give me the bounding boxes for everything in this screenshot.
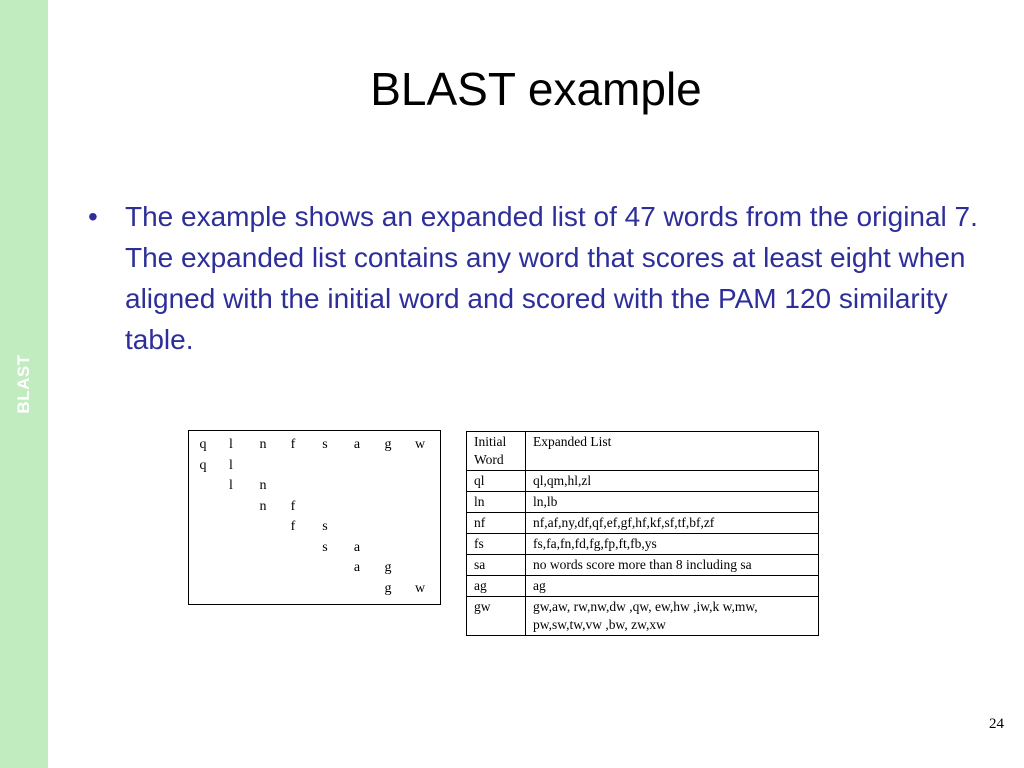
alignment-letter: g — [384, 580, 392, 596]
initial-word-cell: sa — [466, 554, 526, 576]
initial-word-cell: gw — [466, 596, 526, 636]
alignment-letter: n — [259, 498, 267, 514]
bullet-point: • The example shows an expanded list of … — [88, 196, 988, 360]
initial-word-cell: nf — [466, 512, 526, 534]
alignment-letter: f — [290, 498, 296, 514]
expanded-list-cell: ln,lb — [525, 491, 819, 513]
alignment-letter: g — [384, 437, 392, 452]
expanded-list-cell: gw,aw, rw,nw,dw ,qw, ew,hw ,iw,k w,mw, p… — [525, 596, 819, 636]
alignment-letter: w — [414, 580, 426, 596]
bullet-text: The example shows an expanded list of 47… — [125, 201, 993, 355]
alignment-letter: n — [259, 478, 267, 493]
initial-word-cell: ag — [466, 575, 526, 597]
expanded-list-cell: fs,fa,fn,fd,fg,fp,ft,fb,ys — [525, 533, 819, 555]
expanded-list-cell: ql,qm,hl,zl — [525, 470, 819, 492]
sidebar: BLAST — [0, 0, 48, 768]
alignment-letter: n — [259, 437, 267, 452]
alignment-letter: q — [199, 457, 207, 473]
alignment-letter: w — [414, 437, 426, 452]
alignment-letter: s — [322, 437, 328, 452]
alignment-letter: a — [353, 437, 361, 452]
expanded-list-cell: nf,af,ny,df,qf,ef,gf,hf,kf,sf,tf,bf,zf — [525, 512, 819, 534]
bullet-dot-icon: • — [88, 201, 98, 232]
initial-word-cell: ql — [466, 470, 526, 492]
alignment-letter: f — [290, 437, 296, 452]
slide-title: BLAST example — [370, 63, 702, 115]
alignment-letter: a — [353, 539, 361, 555]
initial-word-cell: ln — [466, 491, 526, 513]
header-expanded-list: Expanded List — [525, 431, 819, 471]
sidebar-label: BLAST — [14, 354, 33, 414]
expanded-list-cell: no words score more than 8 including sa — [525, 554, 819, 576]
expanded-list-cell: ag — [525, 575, 819, 597]
header-initial-word: Initial Word — [466, 431, 526, 471]
alignment-letter: q — [199, 437, 207, 452]
alignment-letter: l — [229, 478, 233, 493]
page-number: 24 — [989, 716, 1004, 732]
alignment-letter: s — [322, 519, 328, 534]
table-header-row: Initial Word Expanded List — [466, 431, 819, 471]
alignment-letter: f — [290, 519, 296, 534]
initial-word-cell: fs — [466, 533, 526, 555]
alignment-letter: l — [229, 437, 233, 452]
alignment-letter: s — [322, 539, 328, 555]
alignment-letter: a — [353, 560, 361, 575]
alignment-letter: l — [229, 457, 233, 473]
alignment-letter: g — [384, 560, 392, 575]
